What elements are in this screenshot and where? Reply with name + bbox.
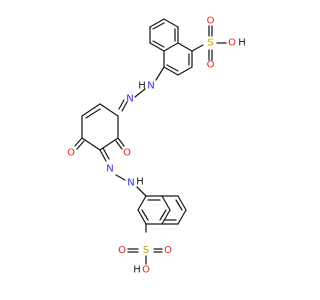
- bond: [163, 18, 179, 28]
- atom-sulfur-bottom: S: [143, 245, 149, 256]
- bond: [163, 66, 179, 76]
- bond: [191, 44, 204, 52]
- canvas-background: [0, 0, 300, 300]
- atom-nitrogen-bottom-inner: N: [127, 178, 134, 189]
- bond: [177, 209, 187, 225]
- bond: [141, 209, 149, 221]
- bond: [81, 103, 101, 117]
- bond: [99, 149, 107, 162]
- bond: [117, 137, 125, 147]
- bond: [155, 66, 165, 81]
- atom-labels: S O O O H H N N O O N N H S O O O H: [67, 16, 246, 276]
- atom-nitrogen-bottom-outer: N: [106, 164, 113, 175]
- bond: [161, 209, 171, 225]
- atom-hydrogen-top-nh: H: [138, 81, 146, 92]
- bond: [136, 186, 147, 197]
- bond: [118, 99, 125, 110]
- atom-hydrogen-bottom-nh: H: [136, 177, 144, 188]
- atom-nitrogen-top-inner: N: [126, 94, 133, 105]
- bond: [177, 42, 193, 52]
- atom-sulfur-top: S: [207, 38, 213, 49]
- bond: [134, 88, 146, 98]
- bond: [99, 103, 119, 117]
- atom-oxygen-bottom-right: O: [164, 245, 172, 256]
- bond: [115, 174, 126, 181]
- bond: [137, 209, 147, 225]
- atom-hydrogen-bottom-hydroxyl: H: [133, 265, 141, 276]
- atom-oxygen-carbonyl-right: O: [123, 148, 131, 159]
- bond: [85, 108, 101, 119]
- bond: [159, 209, 167, 221]
- bond: [161, 195, 171, 211]
- atom-oxygen-top-hydroxyl: O: [228, 38, 236, 49]
- chemical-structure: S O O O H H N N O O N N H S O O O H: [0, 0, 300, 300]
- bond: [152, 40, 165, 48]
- bond: [149, 18, 165, 28]
- atom-nitrogen-top-outer: N: [147, 81, 154, 92]
- atom-oxygen-carbonyl-left: O: [67, 148, 75, 159]
- atom-hydrogen-top-hydroxyl: H: [238, 38, 246, 49]
- bond: [115, 140, 123, 150]
- bond: [102, 147, 110, 160]
- bond: [137, 195, 147, 211]
- bond: [152, 22, 165, 30]
- bond: [163, 42, 179, 52]
- bond: [76, 140, 85, 150]
- atom-oxygen-top-up: O: [207, 16, 215, 27]
- bond: [81, 137, 101, 151]
- bond: [177, 195, 187, 211]
- bond: [74, 137, 83, 147]
- bond: [166, 64, 179, 72]
- bond: [121, 101, 128, 112]
- bond: [149, 42, 165, 52]
- bond: [175, 199, 183, 211]
- bond: [177, 66, 193, 76]
- bonds: [74, 18, 227, 265]
- atom-oxygen-top-down: O: [207, 60, 215, 71]
- atom-oxygen-bottom-hydroxyl: O: [142, 265, 150, 276]
- atom-oxygen-bottom-left: O: [118, 245, 126, 256]
